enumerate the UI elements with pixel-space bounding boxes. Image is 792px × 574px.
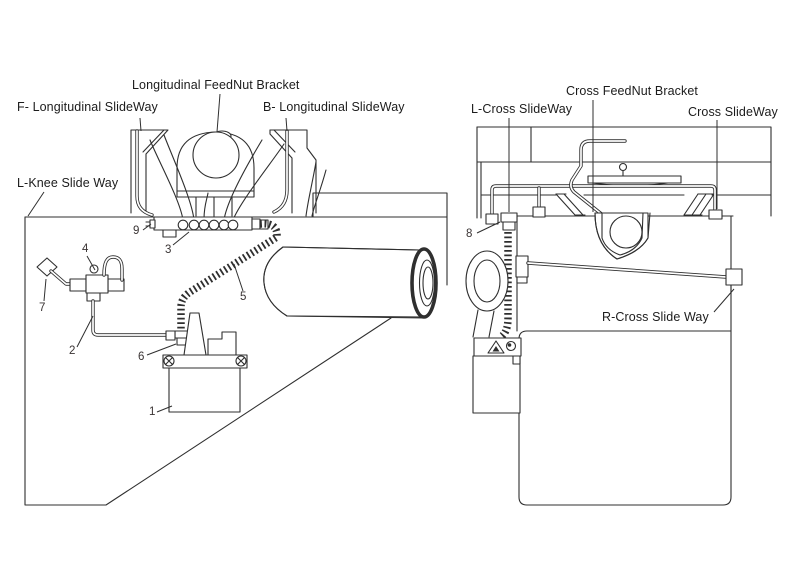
oiler-valve-assembly: [36, 255, 176, 341]
valve-body: [85, 274, 109, 294]
corrugated-hose-right: [499, 212, 529, 339]
label-l-cross-slideway: L-Cross SlideWay: [471, 102, 573, 116]
manifold-port: [177, 219, 189, 231]
left-drop-fitting: [485, 213, 499, 225]
motor-cylinder: [263, 246, 438, 319]
front-view: [24, 93, 448, 506]
callout-leaders-right: [476, 100, 735, 313]
manifold-port: [198, 219, 210, 231]
oil-pipe-2: [91, 299, 168, 337]
knee-side-outline: [516, 215, 734, 506]
r-cross-pipe: [526, 261, 743, 293]
callout-3: 3: [165, 244, 172, 256]
callout-7: 7: [39, 302, 46, 314]
right-drop-fitting: [708, 209, 723, 220]
lube-tubes: [149, 134, 327, 221]
label-l-knee-slide-way: L-Knee Slide Way: [17, 176, 119, 190]
lube-pump-left: [162, 312, 248, 413]
cross-feednut-bracket: [594, 212, 651, 260]
warning-triangle-icon: [487, 340, 505, 354]
manifold-port: [208, 219, 220, 231]
label-f-longitudinal-slideway: F- Longitudinal SlideWay: [17, 100, 158, 114]
saddle-right-wing: [269, 129, 317, 214]
r-cross-fitting: [725, 268, 743, 286]
manifold-port: [227, 219, 239, 231]
oil-cup: [587, 162, 682, 187]
callout-2: 2: [69, 345, 76, 357]
pump-top-plate: [162, 354, 248, 369]
valve-left-hex: [69, 278, 87, 292]
callout-9: 9: [133, 225, 140, 237]
callout-1: 1: [149, 406, 156, 418]
callout-6: 6: [138, 351, 145, 363]
manifold-port: [218, 219, 230, 231]
callout-5: 5: [240, 291, 247, 303]
cross-lube-pipes: [485, 139, 723, 225]
label-b-longitudinal-slideway: B- Longitudinal SlideWay: [263, 100, 405, 114]
pump-tank-right: [472, 355, 521, 414]
pump-chimney: [183, 312, 207, 356]
corrugated-hose-left: [177, 220, 281, 331]
saddle-legs: [555, 193, 717, 216]
lube-manifold: [145, 216, 269, 238]
manifold-inlet-fitting: [149, 219, 156, 229]
label-r-cross-slide-way: R-Cross Slide Way: [602, 310, 709, 324]
manifold-port: [188, 219, 200, 231]
pump-tank: [168, 367, 241, 413]
saddle-left-wing: [130, 129, 169, 217]
pump-knob: [505, 340, 517, 352]
label-cross-feednut-bracket: Cross FeedNut Bracket: [566, 84, 699, 98]
side-view: [465, 100, 772, 506]
handwheel: [465, 250, 509, 338]
lube-pump-right: [472, 337, 522, 414]
label-longitudinal-feednut-bracket: Longitudinal FeedNut Bracket: [132, 78, 300, 92]
callout-leaders-left: [27, 93, 288, 413]
longitudinal-feednut-housing: [176, 130, 255, 217]
label-cross-slideway: Cross SlideWay: [688, 105, 778, 119]
callout-4: 4: [82, 243, 89, 255]
pipe-tee-fitting: [515, 255, 529, 278]
callout-8: 8: [466, 228, 473, 240]
